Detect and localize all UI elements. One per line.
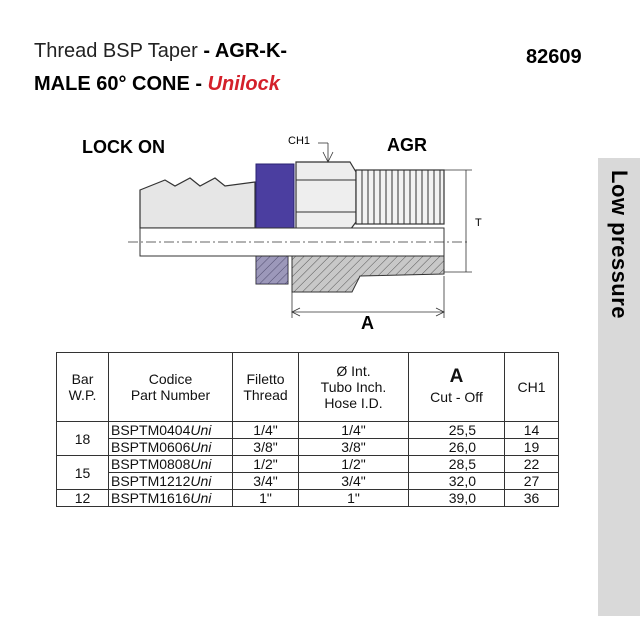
ch1-label: CH1 <box>288 135 311 147</box>
cell-a: 39,0 <box>408 489 505 507</box>
title-line-2: MALE 60° CONE - Unilock <box>34 73 280 96</box>
subtitle-accent: Unilock <box>207 73 280 95</box>
cell-part-number: BSPTM0808Uni <box>108 455 233 473</box>
cell-hose: 1" <box>298 489 409 507</box>
cell-hose: 3/4" <box>298 472 409 490</box>
product-number: 82609 <box>526 46 582 68</box>
cell-thread: 1/4" <box>232 421 299 439</box>
table-row: BSPTM0606Uni 3/8" 3/8" 26,0 19 <box>57 438 559 456</box>
t-label: T <box>475 217 482 229</box>
category-side-tab: Low pressure <box>598 158 640 616</box>
hose-barb <box>139 177 256 229</box>
cell-part-number: BSPTM0606Uni <box>108 438 233 456</box>
cell-a: 28,5 <box>408 455 505 473</box>
cell-hose: 3/8" <box>298 438 409 456</box>
a-dimension-label: A <box>361 313 374 333</box>
cell-bar: 15 <box>56 455 109 490</box>
cell-ch1: 19 <box>504 438 559 456</box>
cell-ch1: 22 <box>504 455 559 473</box>
cell-hose: 1/2" <box>298 455 409 473</box>
cell-part-number: BSPTM1212Uni <box>108 472 233 490</box>
hex-nut <box>295 161 357 231</box>
table-row: 18 BSPTM0404Uni 1/4" 1/4" 25,5 14 <box>56 421 559 456</box>
cell-ch1: 14 <box>504 421 559 439</box>
table-row: 12 BSPTM1616Uni 1" 1" 39,0 36 <box>56 489 559 507</box>
header-hose: Ø Int.Tubo Inch.Hose I.D. <box>298 352 409 422</box>
title-code: - AGR-K- <box>203 40 288 62</box>
lock-on-label: LOCK ON <box>82 137 165 157</box>
lock-ring <box>255 163 295 229</box>
cell-bar: 12 <box>56 489 109 507</box>
cell-a: 25,5 <box>408 421 505 439</box>
title-prefix: Thread BSP Taper <box>34 40 198 62</box>
cell-a: 32,0 <box>408 472 505 490</box>
cell-a: 26,0 <box>408 438 505 456</box>
cell-thread: 3/8" <box>232 438 299 456</box>
header-ch1: CH1 <box>504 352 559 422</box>
cell-thread: 3/4" <box>232 472 299 490</box>
cell-ch1: 27 <box>504 472 559 490</box>
title-line-1: Thread BSP Taper - AGR-K- <box>34 40 287 63</box>
subtitle-main: MALE 60° CONE - <box>34 73 203 95</box>
thread-top <box>355 169 445 225</box>
table-row: BSPTM1212Uni 3/4" 3/4" 32,0 27 <box>57 472 559 490</box>
category-label: Low pressure <box>607 170 632 320</box>
cell-hose: 1/4" <box>298 421 409 439</box>
cell-part-number: BSPTM1616Uni <box>108 489 233 507</box>
cell-thread: 1/2" <box>232 455 299 473</box>
cell-part-number: BSPTM0404Uni <box>108 421 233 439</box>
lock-ring-section <box>255 255 289 285</box>
cell-thread: 1" <box>232 489 299 507</box>
fitting-drawing <box>128 142 472 318</box>
table-row: 15 BSPTM0808Uni 1/2" 1/2" 28,5 22 <box>56 455 559 490</box>
cell-bar: 18 <box>56 421 109 456</box>
agr-label: AGR <box>387 135 427 155</box>
body-section <box>291 255 445 293</box>
cell-ch1: 36 <box>504 489 559 507</box>
